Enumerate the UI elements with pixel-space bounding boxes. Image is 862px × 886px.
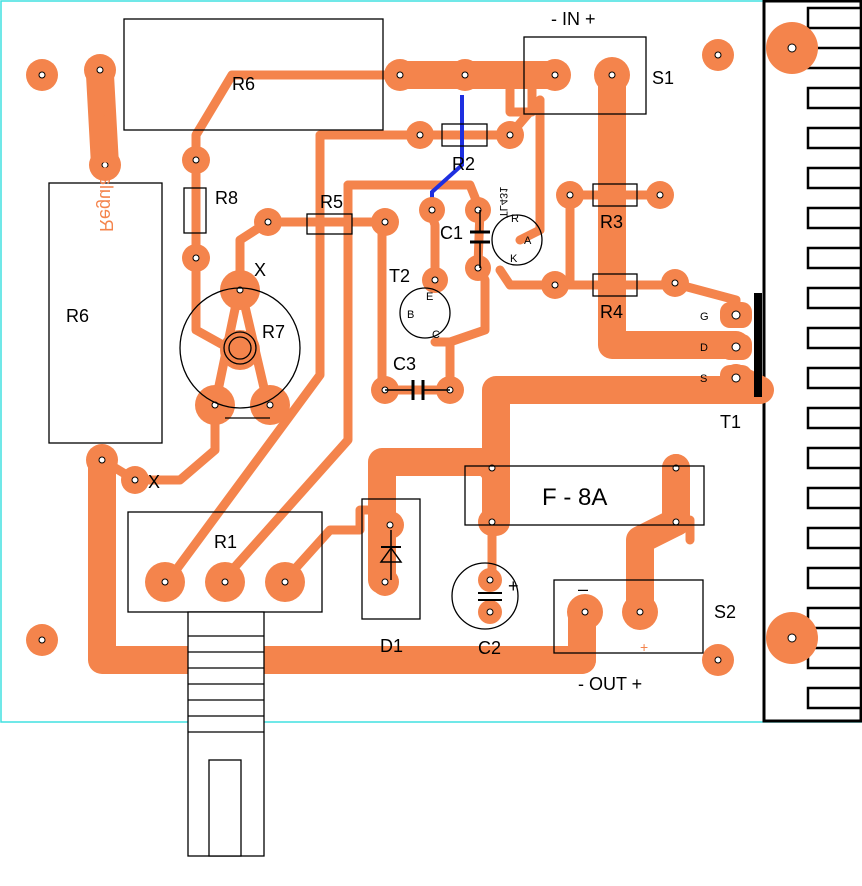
label-tl431: TL431 [497,187,509,218]
label-r1: R1 [214,532,237,552]
s1-body [523,36,647,115]
mirror-text: Regulator LT321 [96,99,116,232]
r6-top-body [123,18,384,131]
s2-body [553,579,704,654]
label-r3: R3 [600,212,623,232]
label-in: - IN + [551,9,596,29]
label-t1-g: G [700,311,709,323]
label-t2-c: C [432,329,440,341]
label-x1: X [254,260,266,280]
r8-body [183,187,207,234]
r6-left-body [48,182,163,444]
label-r2: R2 [452,154,475,174]
label-tl-k: K [510,253,518,265]
label-x2: X [148,472,160,492]
label-r6-top: R6 [232,74,255,94]
label-t1: T1 [720,412,741,432]
d1-body [361,498,421,620]
label-r4: R4 [600,302,623,322]
label-fuse: F - 8A [542,484,607,511]
tl431-body [491,214,543,266]
label-s2: S2 [714,602,736,622]
r1-shaft [187,611,265,857]
label-t1-s: S [700,373,707,385]
label-c3: C3 [393,354,416,374]
t2-body [399,287,451,339]
label-tl-r: R [511,213,519,225]
label-r7: R7 [262,322,285,342]
labels: R6 R6 R8 R5 R2 R3 R4 R7 R1 C1 C2 C3 T2 T… [66,9,741,694]
label-c1: C1 [440,223,463,243]
fuse-body [464,465,705,526]
label-s1: S1 [652,68,674,88]
r7-body [179,287,301,409]
component-outlines [48,18,762,857]
label-s2-plus: + [640,639,648,655]
label-tl-a: A [524,235,532,247]
r2-body [441,123,488,147]
label-out: - OUT + [578,674,642,694]
label-s2-minus: – [578,579,588,599]
label-t2-b: B [407,309,414,321]
c2-body [451,562,519,630]
label-c2-plus: + [508,576,519,596]
t1-tab [754,293,762,397]
label-t1-d: D [700,342,708,354]
r3-body [592,183,638,207]
label-c2: C2 [478,638,501,658]
label-r8: R8 [215,188,238,208]
label-t2: T2 [389,266,410,286]
label-t2-e: E [426,291,433,303]
r4-body [592,273,638,297]
jumper-wire [430,95,464,208]
r5-body [306,213,353,235]
label-d1: D1 [380,636,403,656]
label-r6-left: R6 [66,306,89,326]
label-r5: R5 [320,192,343,212]
heatsink [762,0,862,723]
